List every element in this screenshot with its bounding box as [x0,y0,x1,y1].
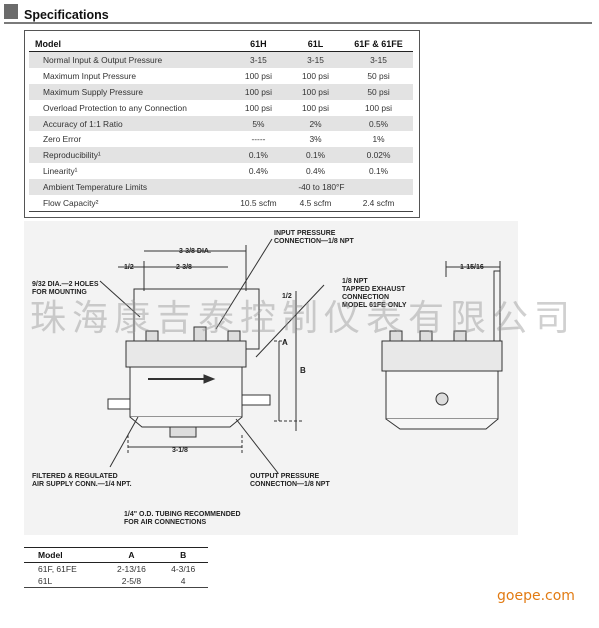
drawing-svg [99,238,503,474]
dim-model-cell: 61L [24,575,105,588]
relay-lower-body [129,366,243,418]
spec-61h-cell: 100 psi [229,83,287,100]
dim-1-15-16: 1-15/16 [460,264,484,271]
column-header-61h: 61H [229,36,287,52]
table-row: Overload Protection to any Connection 100… [29,100,413,116]
spec-61l-cell: 0.4% [305,166,326,177]
spec-61f-cell: 100 psi [365,102,393,113]
table-row: Ambient Temperature Limits-40 to 180°F [29,179,413,196]
relay-side-upper [381,340,503,372]
specifications-table: Model 61H 61L 61F & 61FE Normal Input & … [29,36,413,212]
dim-a-cell: 2-5/8 [104,575,159,588]
spec-61h-cell: 3-15 [229,51,287,68]
company-watermark: 珠海康吉泰控制仪表有限公司 [30,298,577,339]
spec-label-cell: Overload Protection to any Connection [43,102,187,113]
spec-61f-cell: 50 psi [344,83,413,100]
spec-61l-cell: 100 psi [302,70,330,81]
spec-label-cell: Maximum Supply Pressure [29,83,230,100]
spec-label-cell: Zero Error [43,134,82,145]
spec-61l-cell: 100 psi [286,83,345,100]
dim-2-3-8: 2-3/8 [176,264,192,271]
section-divider [4,22,592,24]
table-row: Maximum Input Pressure 100 psi 100 psi 50 p… [29,68,413,84]
spec-label-cell: Normal Input & Output Pressure [29,51,230,68]
dim-b-cell: 4-3/16 [171,564,196,574]
spec-61l-cell: 100 psi [302,102,330,113]
site-watermark[interactable]: goepe.com [497,588,575,604]
dim-1-2-top: 1/2 [124,264,134,271]
dimensions-table: Model A B 61F, 61FE 2-13/16 4-3/16 61L 2… [24,547,208,588]
section-title: Specifications [24,8,109,22]
section-marker [4,4,18,19]
column-header-model: Model [29,36,230,52]
column-header-61f: 61F & 61FE [344,36,413,52]
relay-side-lower [385,370,499,420]
spec-61f-cell: 2.4 scfm [344,195,413,212]
dim-a-cell: 2-13/16 [116,564,146,574]
spec-61l-cell: 2% [286,115,345,132]
dim-3-1-8: 3-1/8 [172,447,188,454]
spec-61f-cell: 1% [372,134,385,145]
dim-header-model: Model [24,547,105,563]
spec-label-cell: Linearity¹ [43,166,78,177]
spec-label-cell: Accuracy of 1:1 Ratio [29,115,230,132]
spec-61f-cell: 0.02% [344,147,413,164]
spec-61f-cell: 0.1% [368,166,389,177]
dim-header-row: Model A B [24,547,208,563]
spec-61l-cell: 0.1% [286,147,345,164]
supply-connection-note: FILTERED & REGULATED AIR SUPPLY CONN.—1/… [32,473,132,488]
table-row: Zero Error ----- 3% 1% [29,131,413,147]
mounting-holes-note: 9/32 DIA.—2 HOLES FOR MOUNTING [32,281,99,296]
dim-b-cell: 4 [158,575,208,588]
spec-span-cell: -40 to 180°F [229,179,413,196]
spec-label-cell: Ambient Temperature Limits [29,179,230,196]
table-header-row: Model 61H 61L 61F & 61FE [29,36,413,52]
table-row: 61F, 61FE 2-13/16 4-3/16 [24,563,208,576]
exhaust-note: 1/8 NPT TAPPED EXHAUST CONNECTION MODEL … [342,278,407,309]
spec-61h-cell: ----- [251,134,266,145]
spec-61l-cell: 3% [309,134,322,145]
spec-61h-cell: 0.4% [248,166,268,177]
spec-label-cell: Maximum Input Pressure [43,70,137,81]
dimension-drawing: 3-3/8 DIA. 1/2 2-3/8 9/32 DIA.—2 HOLES F… [24,221,518,535]
input-pressure-note: INPUT PRESSURE CONNECTION—1/8 NPT [274,230,354,245]
dim-a: A [282,338,288,347]
spec-61h-cell: 100 psi [244,70,272,81]
tubing-note: 1/4" O.D. TUBING RECOMMENDED FOR AIR CON… [124,511,241,526]
spec-label-cell: Flow Capacity² [29,195,230,212]
relay-upper-body [125,340,247,368]
spec-61f-cell: 50 psi [367,70,390,81]
dim-header-a: A [104,547,159,563]
dim-model-cell: 61F, 61FE [38,564,77,574]
spec-61f-cell: 0.5% [344,115,413,132]
flow-arrow-icon [203,374,216,384]
table-row: 61L 2-5/8 4 [24,575,208,588]
dim-1-2-side: 1/2 [282,293,292,300]
spec-61h-cell: 100 psi [244,102,272,113]
spec-label-cell: Reproducibility¹ [29,147,230,164]
table-row: Linearity¹ 0.4% 0.4% 0.1% [29,163,413,179]
spec-61l-cell: 3-15 [286,51,345,68]
spec-61h-cell: 0.1% [229,147,287,164]
dim-b: B [300,366,306,375]
column-header-61l: 61L [286,36,345,52]
spec-61h-cell: 5% [229,115,287,132]
output-connection-note: OUTPUT PRESSURE CONNECTION—1/8 NPT [250,473,330,488]
spec-61h-cell: 10.5 scfm [229,195,287,212]
dim-header-b: B [158,547,208,563]
specifications-panel: Model 61H 61L 61F & 61FE Normal Input & … [24,30,420,218]
spec-61f-cell: 3-15 [344,51,413,68]
spec-61l-cell: 4.5 scfm [286,195,345,212]
dim-3-3-8-dia: 3-3/8 DIA. [179,248,211,255]
